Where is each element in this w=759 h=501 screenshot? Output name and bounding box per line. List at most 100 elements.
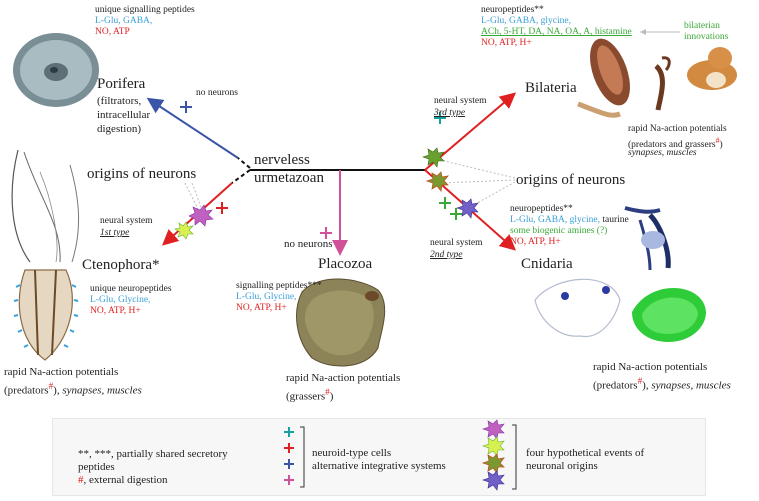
origins-pointers-left [184,182,204,214]
ctenophora-name: Ctenophora* [82,257,160,273]
ctenophora-origins-label: origins of neurons [87,166,197,182]
ctenophora-ap-2: (predators#), synapses, muscles [4,380,142,398]
porifera-peptides-red: NO, ATP [95,27,130,37]
bilateria-ap-2a: (predators and grassers [628,140,716,151]
bilateria-neuro-green: ACh, 5-HT, DA, NA, OA, A, histamine [481,27,632,37]
placozoa-pep-blue: L-Glu, Glycine, [236,292,297,302]
magenta-cross-icon [320,227,332,239]
porifera-name: Porifera [97,76,146,92]
ctenophora-ap-2a: (predators [4,384,49,397]
porifera-desc-3: digestion) [97,123,141,135]
legend-starburst-purple-icon [482,470,505,491]
cnidaria-ap-2c: synapses, muscles [651,379,731,392]
ctenophora-ns-2: 1st type [100,228,130,238]
bilateria-ns-1: neural system [434,96,487,106]
red-cross-icon [216,202,228,214]
blue-cross-icon [180,101,192,113]
cnidaria-pep-green: some biogenic amines (?) [510,226,608,236]
ctenophora-ap-mark: # [48,381,54,391]
ctenophora-ap-2c: synapses, muscles [62,384,142,397]
bilateria-innovation-2: innovations [684,32,729,42]
cnidaria-illustration [534,206,706,342]
cnidaria-pep-dark: taurine [599,215,629,225]
starburst-olive-icon [425,171,449,192]
starburst-green-icon [422,147,445,168]
legend-starburst-yellow-icon [482,436,505,457]
bilateria-illustration [577,38,737,118]
ctenophora-pep-red: NO, ATP, H+ [90,306,141,316]
starburst-purple-icon [456,198,479,219]
ctenophore-illustration [11,149,79,361]
sponge-illustration [13,33,99,107]
placozoa-pep-red: NO, ATP, H+ [236,303,287,313]
starburst-magenta-icon [188,204,214,227]
bilateria-neuro-blue: L-Glu, GABA, glycine, [481,16,571,26]
cnidaria-ap-2a: (predators [593,379,638,392]
legend-shared-1: **, ***, partially shared secretory [78,448,228,460]
legend-digestion: #, external digestion [78,474,168,487]
root-label-2: urmetazoan [254,170,324,186]
origins-pointers-right [439,159,516,208]
placozoa-illustration [296,278,386,367]
legend-starburst-magenta-icon [482,419,505,440]
legend-events-2: neuronal origins [526,460,598,472]
cnidaria-ns-1: neural system [430,238,483,248]
legend-cells-1: neuroid-type cells [312,447,392,459]
cnidaria-pep-blue: L-Glu, GABA, glycine, [510,215,600,225]
porifera-branch-label: no neurons [196,88,238,98]
cnidaria-pep-title: neuropeptides** [510,204,573,214]
cnidaria-origins-label: origins of neurons [516,172,626,188]
legend-starburst-olive-icon [481,453,505,474]
bilateria-innovation-1: bilaterian [684,21,720,31]
legend-shared-2: peptides [78,461,115,473]
root-branch [231,157,425,184]
placozoa-ap-2: (grassers#) [286,386,333,404]
placozoa-ap-2b: ) [329,390,334,403]
porifera-desc-2: intracellular [97,109,151,121]
placozoa-pep-title: signalling peptides*** [236,281,322,291]
bilateria-ap-2b: ) [719,140,723,151]
teal-cross-icon [434,112,446,124]
cnidaria-ap-2b: ), [642,379,652,392]
porifera-desc-1: (filtrators, [97,95,142,107]
cnidaria-ap-mark: # [637,376,643,386]
cnidaria-pep-red: NO, ATP, H+ [510,237,561,247]
placozoa-ap-1: rapid Na-action potentials [286,372,401,384]
ctenophora-ns-1: neural system [100,216,153,226]
green-cross-icon-2 [450,208,462,220]
cnidaria-ap-2: (predators#), synapses, muscles [593,375,731,393]
cnidaria-ap-1: rapid Na-action potentials [593,361,708,373]
legend-teal-cross-icon [284,427,294,437]
ctenophora-ap-1: rapid Na-action potentials [4,366,119,378]
placozoa-name: Placozoa [318,256,373,272]
bilateria-ap-1: rapid Na-action potentials [628,124,727,134]
root-label-1: nerveless [254,152,310,168]
legend-bracket-left [300,426,305,488]
bilateria-neuro-red: NO, ATP, H+ [481,38,532,48]
ctenophora-pep-blue: L-Glu, Glycine, [90,295,151,305]
legend-blue-cross-icon [284,459,294,469]
legend-digestion-mark: # [78,474,84,486]
porifera-peptides-title: unique signalling peptides [95,5,195,15]
bilateria-name: Bilateria [525,80,577,96]
cnidaria-pep-line2: L-Glu, GABA, glycine, taurine [510,214,629,226]
legend-events-1: four hypothetical events of [526,447,645,459]
starburst-yellow-icon [174,221,194,240]
bilateria-ap-3: synapses, muscles [628,148,697,158]
legend-magenta-cross-icon [284,475,294,485]
legend-red-cross-icon [284,443,294,453]
porifera-branch [146,97,239,159]
legend-bracket-right [512,424,517,490]
ctenophora-ap-2b: ), [53,384,63,397]
placozoa-ap-mark: # [325,387,330,397]
placozoa-branch-label: no neurons [284,238,333,250]
bilateria-ns-2: 3rd type [434,108,466,118]
porifera-peptides-blue: L-Glu, GABA, [95,16,153,26]
cnidaria-name: Cnidaria [521,256,573,272]
green-cross-icon [439,197,451,209]
legend-cells-2: alternative integrative systems [312,460,446,472]
cnidaria-ns-2: 2nd type [430,250,463,260]
legend-digestion-text: , external digestion [83,474,168,486]
bilateria-neuro-title: neuropeptides** [481,5,544,15]
